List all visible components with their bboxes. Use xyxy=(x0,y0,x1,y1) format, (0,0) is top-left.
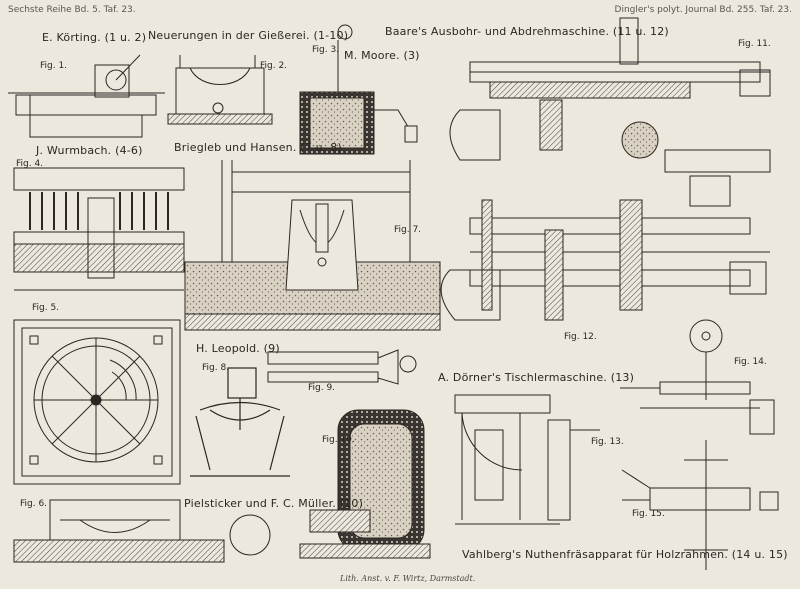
fig13-drawing xyxy=(454,394,600,525)
fig3-label: Fig. 3. xyxy=(312,45,340,55)
caption-briegleb: Briegleb und Hansen. (7 u. 8) xyxy=(174,141,342,154)
fig10-label: Fig. 10. xyxy=(322,435,355,445)
fig11-drawing xyxy=(449,17,771,207)
fig5-drawing xyxy=(13,319,181,485)
fig1-label: Fig. 1. xyxy=(40,61,68,71)
fig13-label: Fig. 13. xyxy=(591,437,624,447)
series-label: Sechste Reihe Bd. 5. Taf. 23. xyxy=(8,5,136,15)
fig12-label: Fig. 12. xyxy=(564,332,597,342)
fig4-label: Fig. 4. xyxy=(16,159,44,169)
fig10-drawing xyxy=(229,409,431,559)
caption-pielsticker: Pielsticker und F. C. Müller. (10) xyxy=(184,497,364,510)
fig9-label: Fig. 9. xyxy=(308,383,336,393)
fig2-drawing xyxy=(167,55,273,125)
fig15-label: Fig. 15. xyxy=(632,509,665,519)
fig5-label: Fig. 5. xyxy=(32,303,60,313)
fig8-label: Fig. 8. xyxy=(202,363,230,373)
fig11-label: Fig. 11. xyxy=(738,39,771,49)
caption-neuerungen: Neuerungen in der Gießerei. (1-10) xyxy=(148,29,349,42)
fig2-label: Fig. 2. xyxy=(260,61,288,71)
fig9-drawing xyxy=(267,349,417,385)
fig7-drawing xyxy=(184,160,441,331)
caption-korting: E. Körting. (1 u. 2) xyxy=(42,31,147,44)
caption-moore: M. Moore. (3) xyxy=(344,49,420,62)
fig8-drawing xyxy=(190,367,290,477)
fig14-drawing xyxy=(620,319,775,435)
fig4-drawing xyxy=(13,167,185,291)
fig12-drawing xyxy=(440,199,770,321)
fig3-drawing xyxy=(299,24,418,155)
journal-label: Dingler's polyt. Journal Bd. 255. Taf. 2… xyxy=(614,5,792,15)
fig7-label: Fig. 7. xyxy=(394,225,422,235)
fig6-drawing xyxy=(13,499,225,563)
fig14-label: Fig. 14. xyxy=(734,357,767,367)
caption-vahlberg: Vahlberg's Nuthenfräsapparat für Holzrah… xyxy=(462,548,788,561)
caption-dorner: A. Dörner's Tischlermaschine. (13) xyxy=(438,371,635,384)
caption-leopold: H. Leopold. (9) xyxy=(196,342,280,355)
fig1-drawing xyxy=(8,54,165,138)
caption-baare: Baare's Ausbohr- und Abdrehmaschine. (11… xyxy=(385,25,669,38)
fig6-label: Fig. 6. xyxy=(20,499,48,509)
caption-wurmbach: J. Wurmbach. (4-6) xyxy=(36,144,143,157)
lithographer-imprint: Lith. Anst. v. F. Wirtz, Darmstadt. xyxy=(340,574,476,583)
fig15-drawing xyxy=(621,440,779,570)
